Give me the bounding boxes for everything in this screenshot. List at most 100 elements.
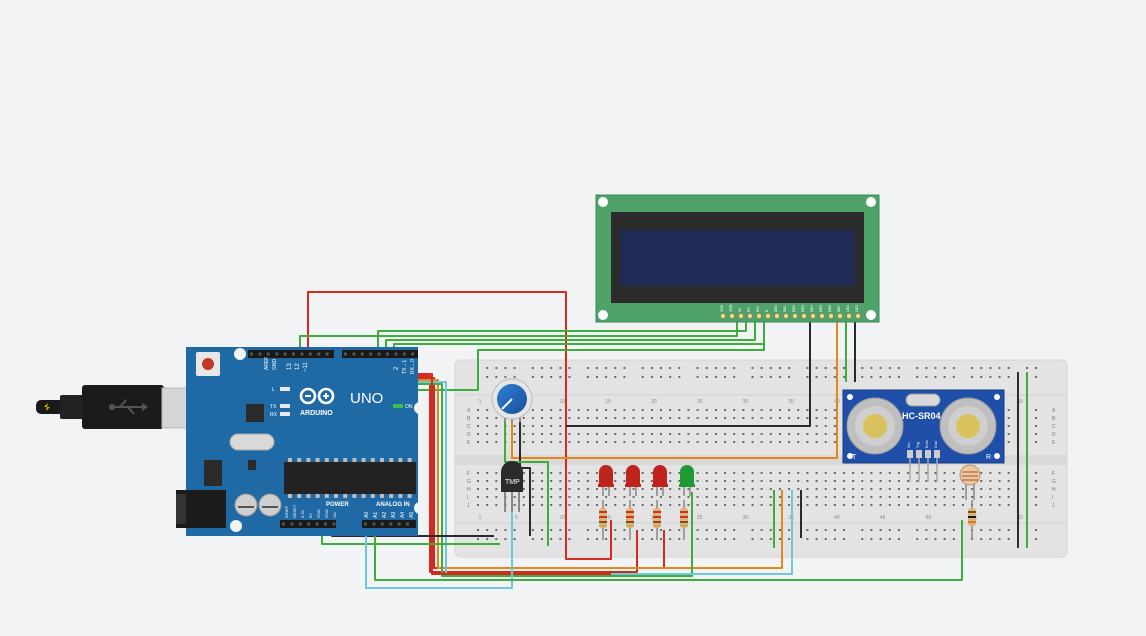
power-label: POWER [326, 502, 349, 508]
photoresistor[interactable] [959, 464, 981, 500]
row-letter-d: D [467, 432, 471, 438]
lcd-screen [620, 230, 855, 286]
wire-pot-green[interactable] [504, 420, 549, 546]
rx-led-label: RX [270, 412, 278, 418]
lcd-pin[interactable] [792, 313, 798, 319]
potentiometer[interactable] [491, 378, 533, 422]
lcd-pin[interactable] [783, 313, 789, 319]
column-number-top: 30 [743, 399, 749, 405]
wire-lcd-green-1[interactable] [299, 312, 738, 355]
lcd-pin[interactable] [819, 313, 825, 319]
atmega-chip [284, 462, 416, 494]
wire-a0-cyan[interactable] [365, 510, 513, 589]
digital-header-high [248, 350, 334, 358]
row-letter-i: I [467, 495, 468, 501]
lcd-pin[interactable] [837, 313, 843, 319]
lcd-pin[interactable] [747, 313, 753, 319]
transmitter-icon [846, 397, 904, 455]
row-letter-j-right: J [1052, 503, 1055, 509]
crystal [229, 433, 275, 451]
led[interactable] [598, 465, 614, 496]
pin1-label: TX→1 [402, 360, 408, 374]
pin-3v3-label: 3.3V [300, 509, 305, 518]
tmp-label: TMP [505, 479, 520, 486]
lcd-pin[interactable] [828, 313, 834, 319]
hc-crystal [905, 393, 941, 407]
leds[interactable] [598, 465, 695, 496]
lcd-pin-v0-label: V0 [738, 308, 742, 312]
wire-pot-black[interactable] [519, 420, 531, 536]
lcd-pin[interactable] [738, 313, 744, 319]
gnd-label: GND [272, 359, 278, 371]
wire-a1-green[interactable] [374, 520, 963, 581]
arduino-brand: ARDUINO [300, 410, 333, 417]
column-number-bottom: 10 [560, 515, 566, 521]
column-number-bottom: 30 [743, 515, 749, 521]
resistor[interactable] [680, 500, 688, 540]
row-letter-h-right: H [1052, 487, 1056, 493]
pin0-label: RX←0 [410, 359, 416, 374]
tx-led-label: TX [270, 404, 277, 410]
hc-sr04-pins [907, 450, 940, 482]
lcd-mount-4 [866, 310, 876, 320]
lcd-pin[interactable] [855, 313, 861, 319]
hc-pin-gnd-label: Gnd [934, 441, 938, 448]
lcd-16x2[interactable]: VSS VDD V0 RS RW E DB0 DB1 DB2 DB3 DB4 D… [595, 194, 880, 323]
wire-lcd-black-gnd[interactable] [566, 312, 811, 427]
lcd-pin[interactable] [801, 313, 807, 319]
pin12-label: 12 [295, 363, 301, 370]
lcd-pin[interactable] [810, 313, 816, 319]
resistor[interactable] [599, 500, 607, 540]
lcd-pin[interactable] [846, 313, 852, 319]
row-letter-e: E [467, 440, 471, 446]
lcd-pin-vss-label: VSS [720, 304, 724, 312]
column-number-bottom: 60 [1017, 515, 1023, 521]
lcd-pin[interactable] [756, 313, 762, 319]
pin-a0-label: A0 [364, 512, 370, 518]
led[interactable] [652, 465, 668, 496]
wire-lcd-orange[interactable] [511, 312, 838, 459]
lcd-mount-2 [866, 197, 876, 207]
led[interactable] [625, 465, 641, 496]
led[interactable] [679, 465, 695, 496]
lcd-mount-3 [598, 310, 608, 320]
column-number-bottom: 45 [880, 515, 886, 521]
on-label: ON [405, 404, 413, 410]
row-letter-c: C [467, 424, 471, 430]
resistors[interactable] [599, 500, 688, 540]
plug-icon [44, 403, 50, 411]
photoresistor-resistor[interactable] [968, 500, 976, 540]
lcd-pin[interactable] [774, 313, 780, 319]
pin11-label: ~11 [303, 362, 309, 372]
row-letter-a: A [467, 408, 471, 414]
lcd-pin[interactable] [765, 313, 771, 319]
pin13-label: 13 [287, 363, 293, 370]
row-letter-f-right: F [1052, 471, 1055, 477]
row-letter-d-right: D [1052, 432, 1056, 438]
column-number-top: 10 [560, 399, 566, 405]
usb-cable[interactable] [36, 385, 197, 429]
tx-led [280, 404, 290, 408]
hc-sr04-label: HC-SR04 [902, 411, 941, 421]
lcd-pin-rw-label: RW [756, 306, 760, 312]
arduino-uno[interactable]: AREF GND 13 12 ~11 2 TX→1 RX←0 L TX RX A… [36, 347, 426, 536]
resistor[interactable] [626, 500, 634, 540]
row-letter-a-right: A [1052, 408, 1056, 414]
lcd-pin[interactable] [720, 313, 726, 319]
resistor[interactable] [653, 500, 661, 540]
hc-pin-vcc-label: Vcc [907, 442, 911, 448]
temperature-sensor[interactable]: TMP [501, 461, 523, 512]
l-led [280, 387, 290, 391]
mount-hole-1 [234, 348, 246, 360]
row-letter-j: J [467, 503, 470, 509]
lcd-pin-led-k-label: LED [855, 305, 859, 312]
row-letter-g: G [467, 479, 471, 485]
column-number-top: 1 [479, 399, 482, 405]
lcd-pin-db3-label: DB3 [801, 305, 805, 312]
arduino-model: UNO [350, 390, 383, 407]
ultrasonic-sensor-hc-sr04[interactable]: HC-SR04 T R Vcc Trig Echo Gnd [842, 389, 1005, 482]
lcd-pin[interactable] [729, 313, 735, 319]
row-letter-i-right: I [1052, 495, 1053, 501]
pin-reset-label: RESET [292, 504, 297, 518]
